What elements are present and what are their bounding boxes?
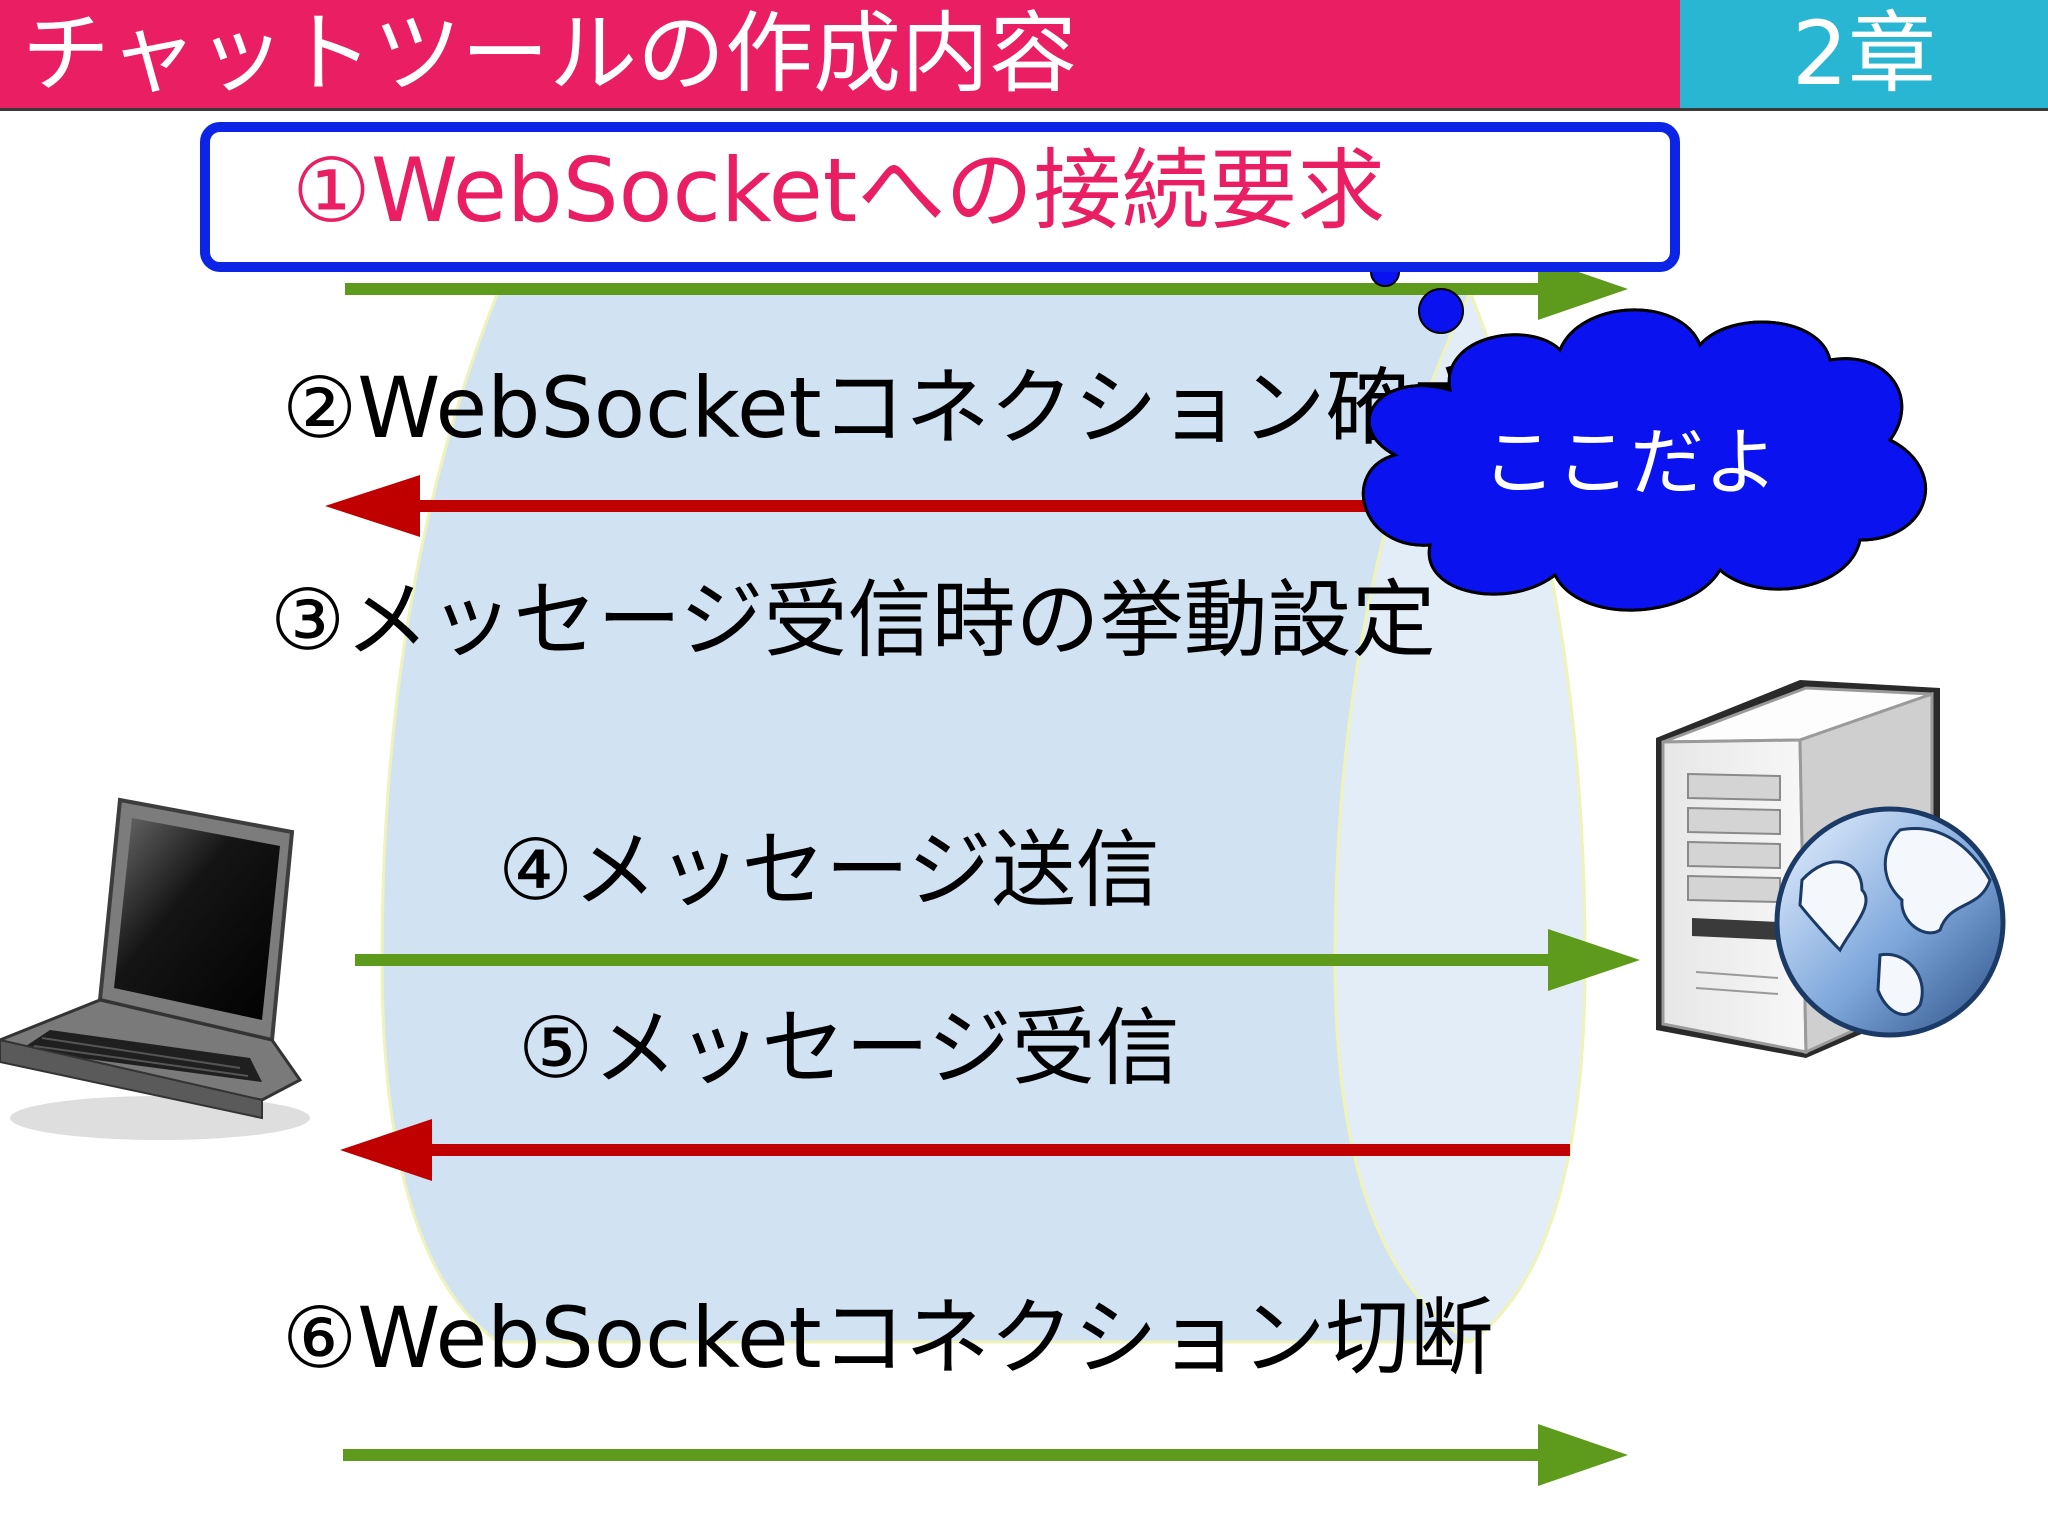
globe-icon	[1774, 806, 2006, 1038]
step1-highlight-box	[200, 122, 1680, 272]
arrow-step6-send	[343, 1424, 1628, 1486]
step4-label: ④メッセージ送信	[498, 821, 1160, 919]
arrow-step5-receive	[340, 1119, 1570, 1181]
step5-label: ⑤メッセージ受信	[518, 999, 1180, 1097]
header-divider	[0, 108, 2048, 111]
step1-label: ①WebSocketへの接続要求	[292, 139, 1386, 242]
step6-label: ⑥WebSocketコネクション切断	[282, 1289, 1494, 1387]
step3-label: ③メッセージ受信時の挙動設定	[270, 571, 1436, 669]
callout-text: ここだよ	[1482, 420, 1778, 506]
arrow-step4-send	[355, 929, 1640, 991]
arrow-step1-send	[345, 258, 1628, 320]
title-bar	[0, 0, 1680, 110]
step2-label: ②WebSocketコネクション確立	[282, 359, 1494, 457]
chapter-label: 2章	[1792, 2, 1936, 105]
chapter-bar	[1680, 0, 2048, 110]
laptop-icon	[0, 797, 310, 1140]
slide-title: チャットツールの作成内容	[22, 2, 1078, 105]
